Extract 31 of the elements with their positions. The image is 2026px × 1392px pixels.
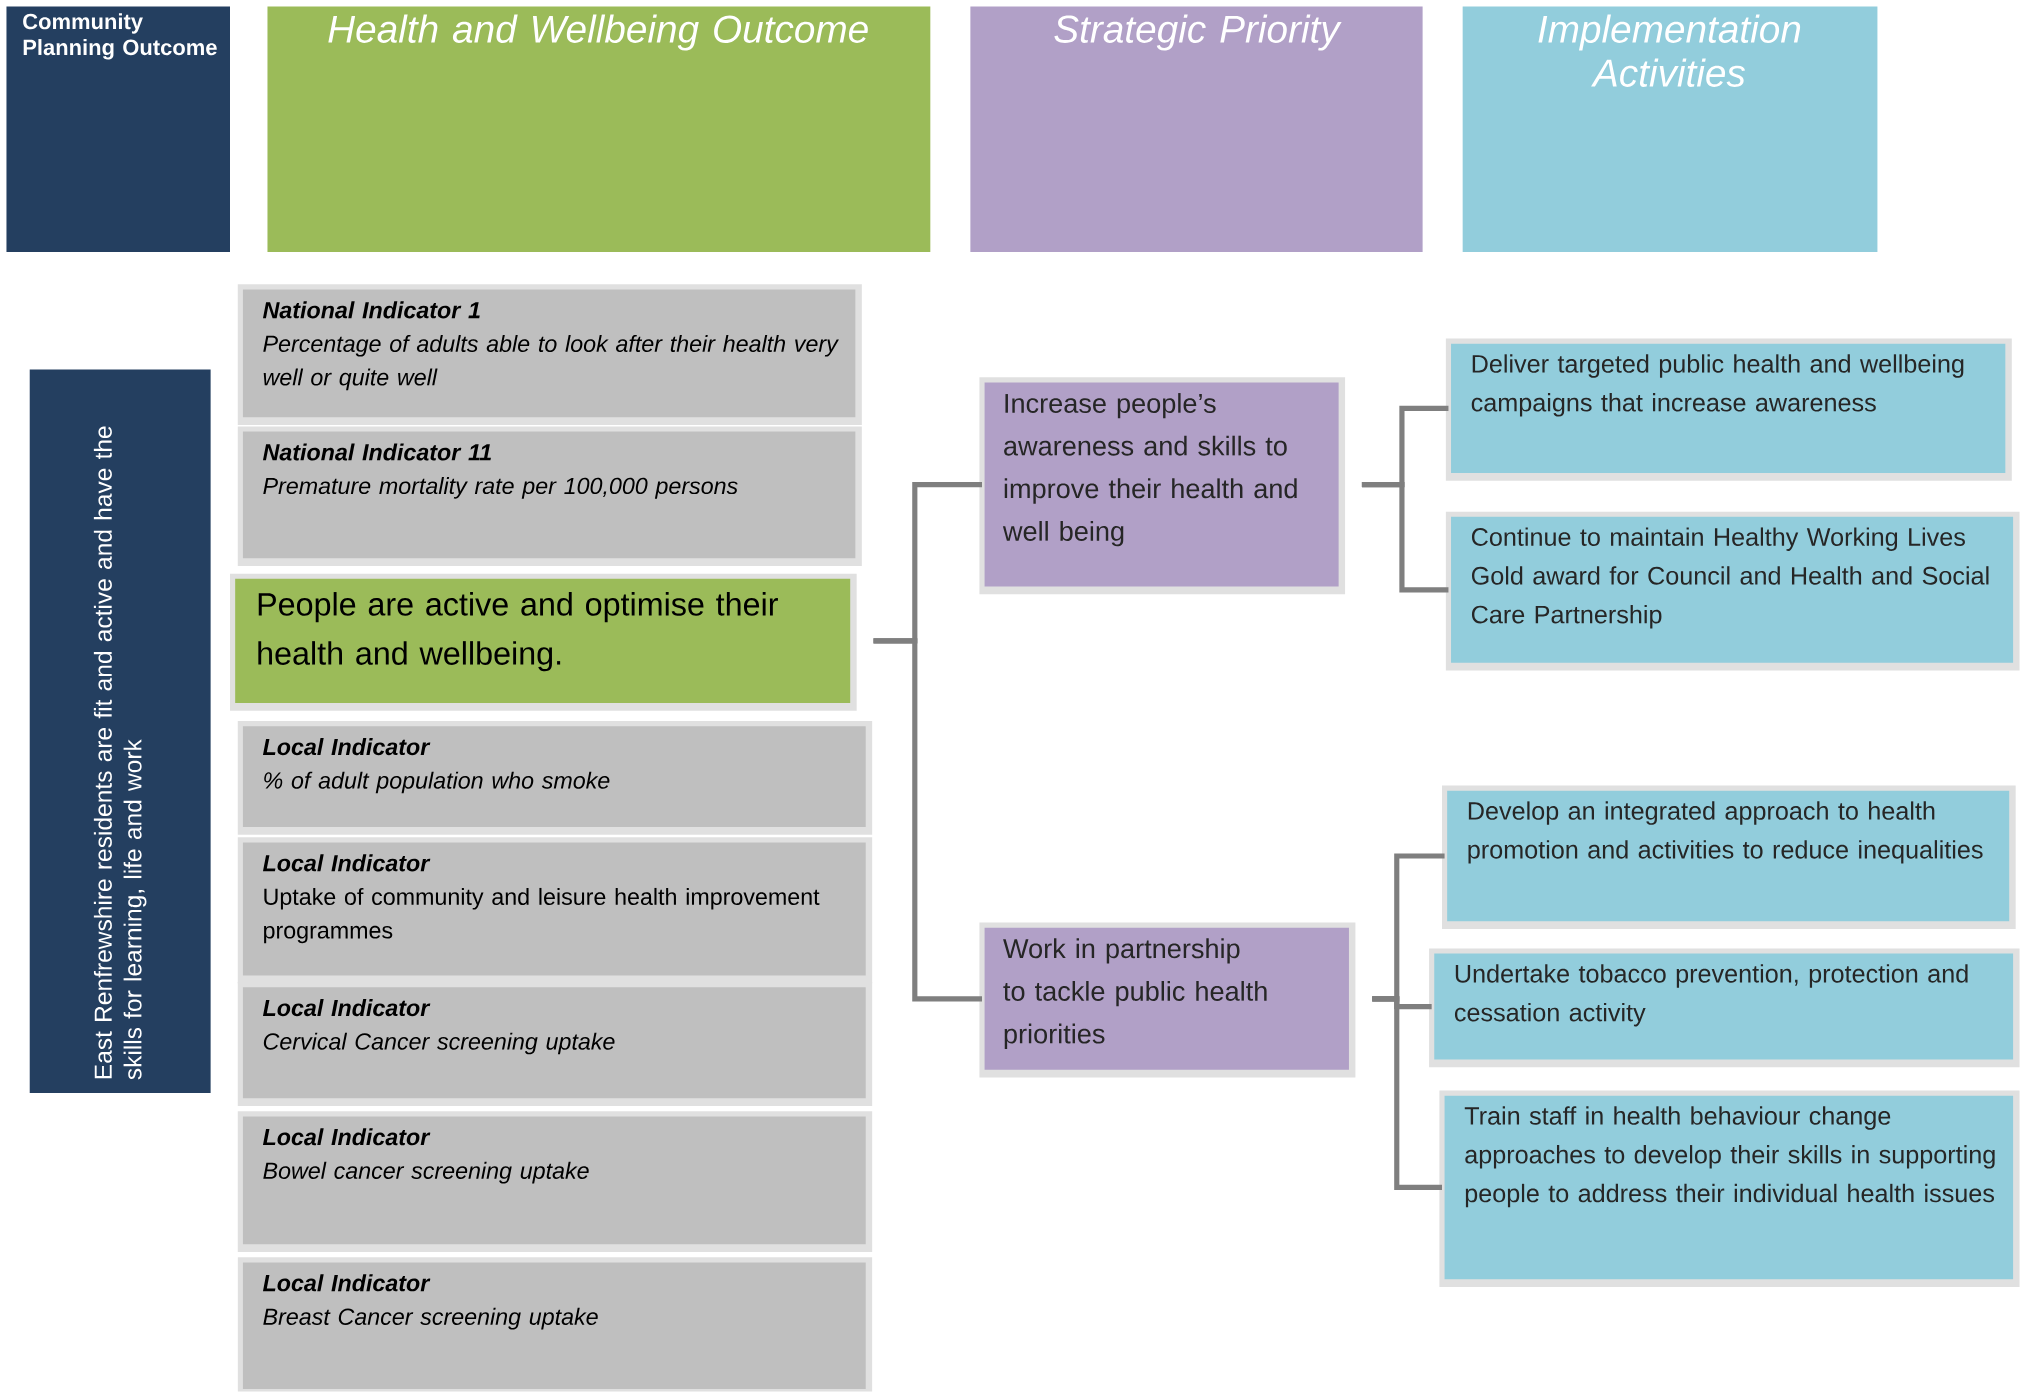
- outcome-box: East Renfrewshire residents are fit and active and have the skills for learning, life and work: [29, 369, 211, 1094]
- activity-box: Deliver targeted public health and wellbeing campaigns that increase awareness: [1445, 338, 2012, 481]
- column-header: Community Planning Outcome: [6, 6, 230, 253]
- priority-box: Work in partnership to tackle public health priorities: [979, 922, 1356, 1078]
- indicator-box: National Indicator 11 Premature mortality rate per 100,000 persons: [237, 426, 862, 567]
- outcome-box: People are active and optimise their health and wellbeing.: [230, 573, 857, 711]
- node-label: National Indicator 11: [262, 443, 491, 461]
- activity-box: Continue to maintain Healthy Working Lives Gold award for Council and Health and Social Care Partnership: [1445, 511, 2020, 671]
- connector: [1361, 482, 1449, 593]
- node-label: Uptake of community and leisure health improvement programmes: [264, 888, 820, 944]
- node-label: National Indicator 1: [262, 301, 480, 319]
- column-header: Health and Wellbeing Outcome: [267, 6, 931, 253]
- indicator-box: National Indicator 1 Percentage of adults able to look after their health very well or quite well: [237, 284, 862, 426]
- indicator-box: Local Indicator Uptake of community and leisure health improvement programmes: [237, 837, 873, 984]
- node-label: Local Indicator: [262, 999, 431, 1017]
- priority-box: Increase people’s awareness and skills to improve their health and well being: [979, 377, 1346, 595]
- node-label: Local Indicator: [262, 854, 431, 872]
- node-label: Premature mortality rate per 100,000 persons: [263, 477, 738, 499]
- activity-box: Undertake tobacco prevention, protection and cessation activity: [1429, 948, 2020, 1068]
- node-label: Percentage of adults able to look after their health very well or quite well: [263, 335, 839, 391]
- activity-box: Develop an integrated approach to health promotion and activities to reduce inequalities: [1442, 785, 2016, 930]
- connector: [1372, 996, 1442, 1191]
- activity-box: Train staff in health behaviour change approaches to develop their skills in supporting people to address their individual health issues: [1439, 1090, 2020, 1288]
- indicator-box: Local Indicator Bowel cancer screening uptake: [237, 1111, 873, 1253]
- connector: [873, 638, 982, 1002]
- indicator-box: Local Indicator Cervical Cancer screening uptake: [237, 982, 873, 1107]
- node-label: Cervical Cancer screening uptake: [263, 1032, 615, 1055]
- column-header: Implementation Activities: [1462, 6, 1878, 253]
- indicator-box: Local Indicator Breast Cancer screening uptake: [237, 1257, 873, 1392]
- column-header: Strategic Priority: [970, 6, 1423, 253]
- indicator-box: Local Indicator % of adult population who smoke: [237, 721, 873, 835]
